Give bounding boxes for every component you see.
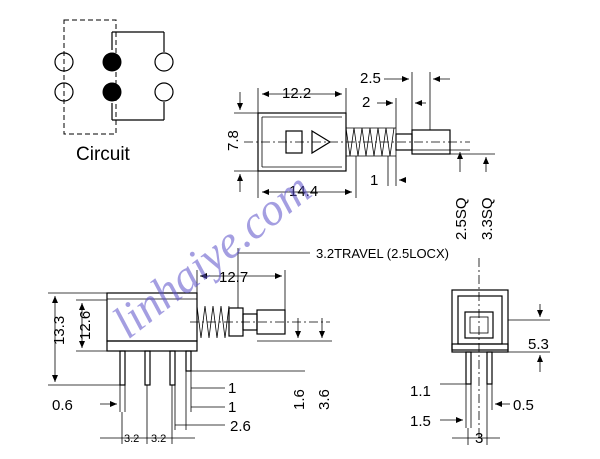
dim-sq-large-label: 3.3SQ xyxy=(479,197,496,240)
dim-pin-b-label: 1 xyxy=(228,399,236,416)
travel-note: 3.2TRAVEL (2.5LOCX) xyxy=(316,246,449,261)
side-pin-1 xyxy=(119,350,126,386)
end-pin-left xyxy=(465,351,472,385)
terminal-open-top-right xyxy=(154,52,174,72)
circuit-dashed-frame xyxy=(63,19,117,135)
dim-height-body-label: 12.6 xyxy=(77,311,94,340)
terminal-open-top-left xyxy=(54,52,74,72)
terminal-open-bottom-right xyxy=(154,82,174,102)
circuit-diagram: Circuit xyxy=(54,19,174,165)
dim-top-label: 5.3 xyxy=(528,336,549,353)
dim-step-label: 1 xyxy=(370,172,378,189)
terminal-closed-top-center xyxy=(102,52,122,72)
side-base xyxy=(106,340,198,352)
end-view: 5.3 1.1 1.5 0.5 3 xyxy=(410,258,550,447)
circuit-label: Circuit xyxy=(76,144,131,165)
dim-overall-label: 14.4 xyxy=(289,183,318,200)
dim-shaft-label: 2 xyxy=(362,94,370,111)
dim-length-label: 12.2 xyxy=(282,85,311,102)
dim-left-label: 1.1 xyxy=(410,383,431,400)
side-spring xyxy=(196,305,230,339)
dim-pitch-a-label: 3.2 xyxy=(124,433,139,445)
dim-height-label: 7.8 xyxy=(225,130,242,151)
side-plunger xyxy=(256,309,286,335)
dim-vert-b-label: 3.6 xyxy=(316,389,333,410)
dim-bottom-left-label: 1.5 xyxy=(410,413,431,430)
side-pin-2 xyxy=(144,350,151,386)
dim-pitch-b-label: 3.2 xyxy=(151,433,166,445)
dim-pin-width-label: 0.6 xyxy=(52,397,73,414)
side-pin-3 xyxy=(169,350,176,386)
dim-pin-a-label: 1 xyxy=(228,380,236,397)
dim-pitch-label: 3 xyxy=(475,430,483,447)
end-body-outer xyxy=(451,289,509,351)
end-pin-right xyxy=(486,351,493,385)
dim-pin-c-label: 2.6 xyxy=(230,418,251,435)
side-pin-4 xyxy=(185,350,192,372)
dim-height-total-label: 13.3 xyxy=(51,316,68,345)
top-view: 12.2 7.8 14.4 2.5 2 1 2.5SQ 3.3SQ xyxy=(225,70,496,240)
dim-vert-a-label: 1.6 xyxy=(291,389,308,410)
side-view: 3.2TRAVEL (2.5LOCX) 12.7 13.3 12.6 0.6 3… xyxy=(48,246,449,445)
terminal-closed-bottom-center xyxy=(102,82,122,102)
dim-body-label: 12.7 xyxy=(219,269,248,286)
dim-bottom-right-label: 0.5 xyxy=(513,397,534,414)
end-base xyxy=(451,343,509,353)
terminal-open-bottom-left xyxy=(54,82,74,102)
dim-sq-small-label: 2.5SQ xyxy=(453,197,470,240)
dim-plunger-label: 2.5 xyxy=(360,70,381,87)
